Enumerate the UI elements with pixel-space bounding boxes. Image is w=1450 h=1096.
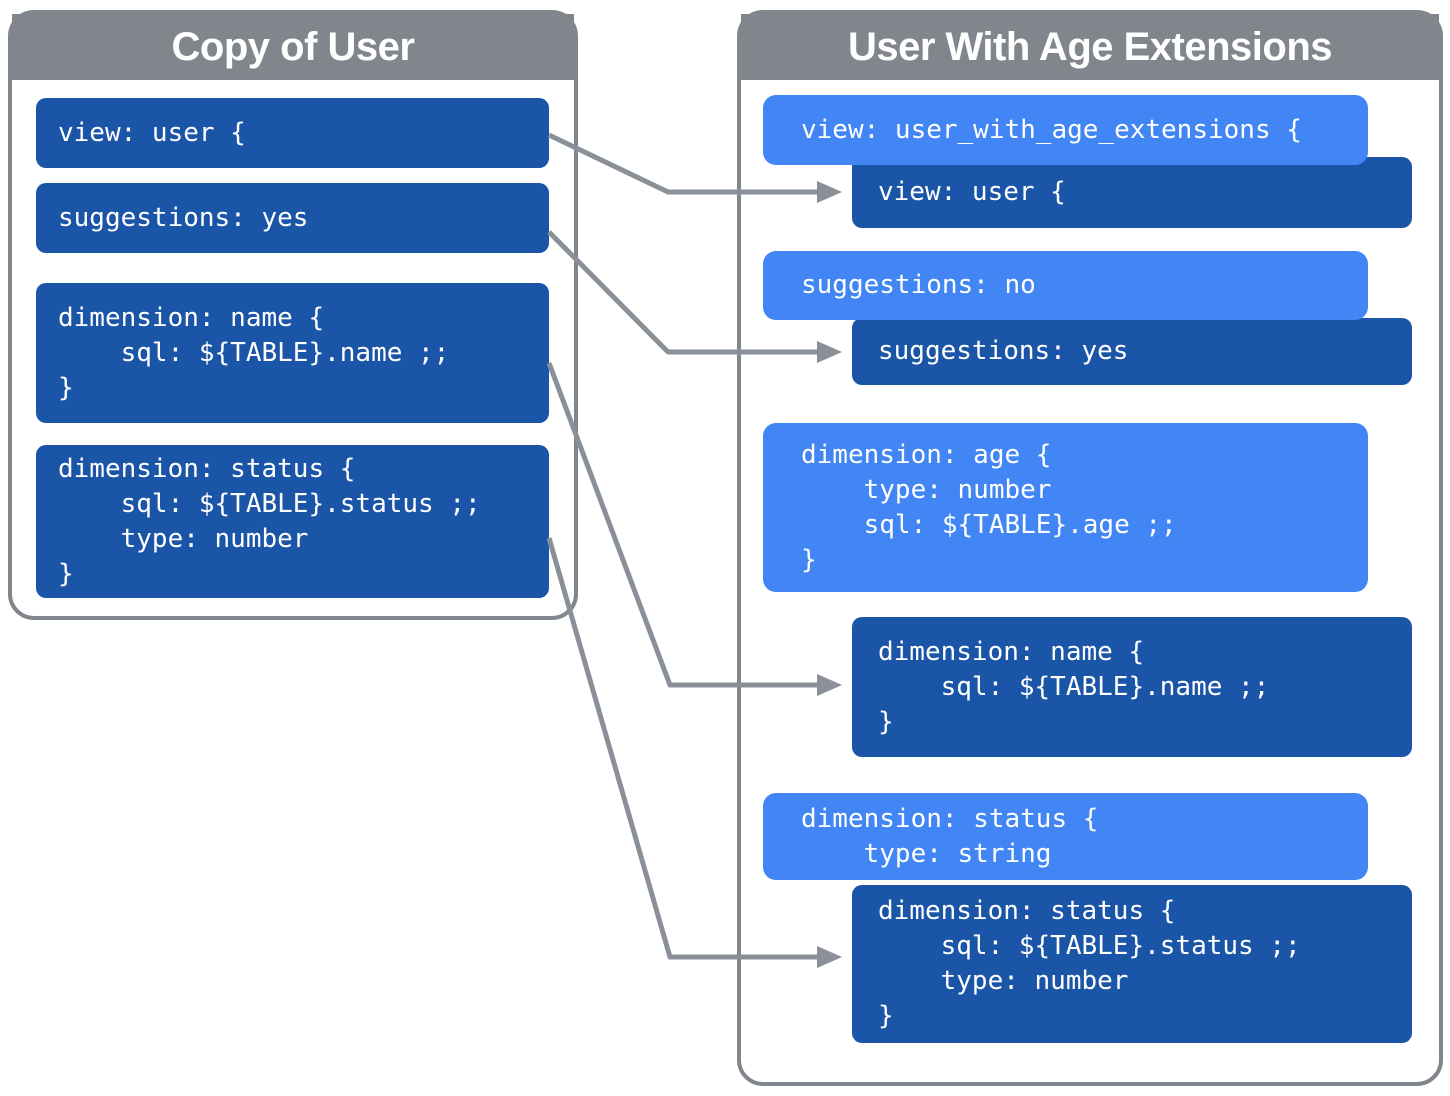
panel-user-with-age-extensions-header: User With Age Extensions <box>741 14 1439 80</box>
code-block-left-dimension-status: dimension: status { sql: ${TABLE}.status… <box>36 445 549 598</box>
code-text: suggestions: yes <box>58 202 309 233</box>
code-block-right-view-user-inherited: view: user { <box>852 157 1412 228</box>
code-text: suggestions: yes <box>878 336 1129 366</box>
code-block-left-view-user: view: user { <box>36 98 549 168</box>
code-text: view: user { <box>878 177 1066 207</box>
code-text: dimension: age { type: number sql: ${TAB… <box>801 439 1177 575</box>
code-block-left-suggestions-yes: suggestions: yes <box>36 183 549 253</box>
code-text: suggestions: no <box>801 270 1036 300</box>
code-text: view: user_with_age_extensions { <box>801 114 1302 145</box>
code-block-right-dimension-name-inherited: dimension: name { sql: ${TABLE}.name ;; … <box>852 617 1412 757</box>
code-block-right-dimension-status-inherited: dimension: status { sql: ${TABLE}.status… <box>852 885 1412 1043</box>
panel-user-with-age-extensions-title: User With Age Extensions <box>847 24 1333 69</box>
code-block-right-view-extensions: view: user_with_age_extensions { <box>763 95 1368 165</box>
code-text: dimension: status { sql: ${TABLE}.status… <box>878 896 1301 1031</box>
code-text: dimension: status { sql: ${TABLE}.status… <box>58 453 481 589</box>
code-block-right-dimension-age: dimension: age { type: number sql: ${TAB… <box>763 423 1368 592</box>
code-text: dimension: name { sql: ${TABLE}.name ;; … <box>878 636 1270 737</box>
code-text: view: user { <box>58 117 246 148</box>
code-block-left-dimension-name: dimension: name { sql: ${TABLE}.name ;; … <box>36 283 549 423</box>
code-block-right-suggestions-no: suggestions: no <box>763 251 1368 320</box>
code-text: dimension: status { type: string <box>801 803 1099 869</box>
code-text: dimension: name { sql: ${TABLE}.name ;; … <box>58 302 450 403</box>
panel-copy-of-user-header: Copy of User <box>12 14 574 80</box>
code-block-right-suggestions-yes-inherited: suggestions: yes <box>852 318 1412 385</box>
code-block-right-dimension-status-override: dimension: status { type: string <box>763 793 1368 880</box>
panel-copy-of-user-title: Copy of User <box>171 24 415 69</box>
